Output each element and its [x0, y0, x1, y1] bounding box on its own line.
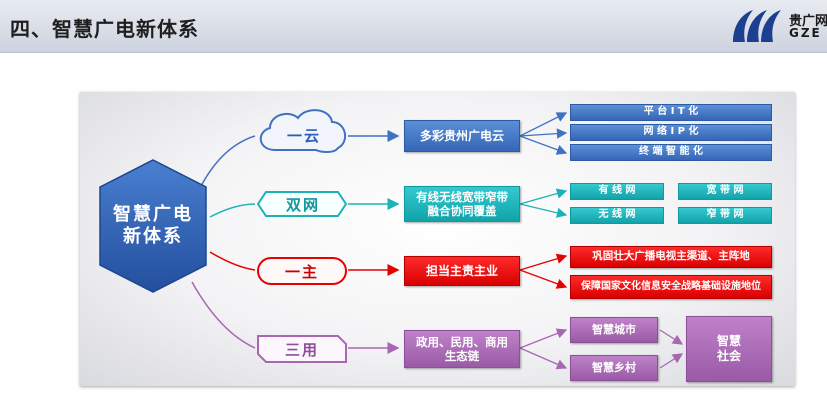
- page-title: 四、智慧广电新体系: [10, 17, 199, 41]
- center-label: 智慧广电 新体系: [113, 203, 193, 248]
- logo-text-cn: 贵广网: [789, 14, 827, 29]
- leaf-narrowband-network: 窄 带 网: [678, 207, 772, 224]
- shuangwang-frame: [256, 191, 348, 217]
- company-logo: 贵广网 GZE: [727, 8, 827, 44]
- leaf-security-infrastructure: 保障国家文化信息安全战略基础设施地位: [570, 275, 772, 299]
- middle-node-shuangwang: 有线无线宽带窄带 融合协同覆盖: [404, 186, 520, 222]
- middle-node-yizhu: 担当主责主业: [404, 256, 520, 286]
- yizhu-frame: [257, 257, 347, 285]
- leaf-wireless-network: 无 线 网: [570, 207, 664, 224]
- middle-node-yiyun: 多彩贵州广电云: [404, 120, 520, 152]
- final-smart-society: 智慧 社会: [686, 316, 772, 382]
- leaf-network-ip: 网 络 I P 化: [570, 124, 772, 141]
- leaf-smart-village: 智慧乡村: [570, 355, 658, 381]
- connector-lines: [99, 109, 684, 370]
- sanyong-frame: [257, 335, 347, 363]
- leaf-broadband-network: 宽 带 网: [678, 183, 772, 200]
- branch-label-yiyun: 一云: [286, 126, 321, 145]
- leaf-terminal-smart: 终 端 智 能 化: [570, 144, 772, 161]
- leaf-consolidate-channel: 巩固壮大广播电视主渠道、主阵地: [570, 246, 772, 268]
- leaf-cable-network: 有 线 网: [570, 183, 664, 200]
- cloud-shape: [259, 109, 347, 153]
- logo-text-en: GZE: [789, 26, 822, 40]
- branch-label-shuangwang: 双网: [285, 195, 320, 214]
- slide-header: 四、智慧广电新体系 贵广网 GZE: [0, 0, 827, 53]
- middle-node-sanyong: 政用、民用、商用 生态链: [404, 330, 520, 368]
- leaf-smart-city: 智慧城市: [570, 317, 658, 343]
- logo-mark-icon: [733, 10, 781, 42]
- leaf-platform-it: 平 台 I T 化: [570, 104, 772, 121]
- center-hexagon: [99, 159, 207, 293]
- branch-label-sanyong: 三用: [284, 340, 319, 359]
- diagram-panel: 智慧广电 新体系 一云 双网 一主 三用 多彩贵州广电云 有线无线宽带窄带 融合…: [80, 92, 795, 386]
- branch-label-yizhu: 一主: [284, 262, 319, 281]
